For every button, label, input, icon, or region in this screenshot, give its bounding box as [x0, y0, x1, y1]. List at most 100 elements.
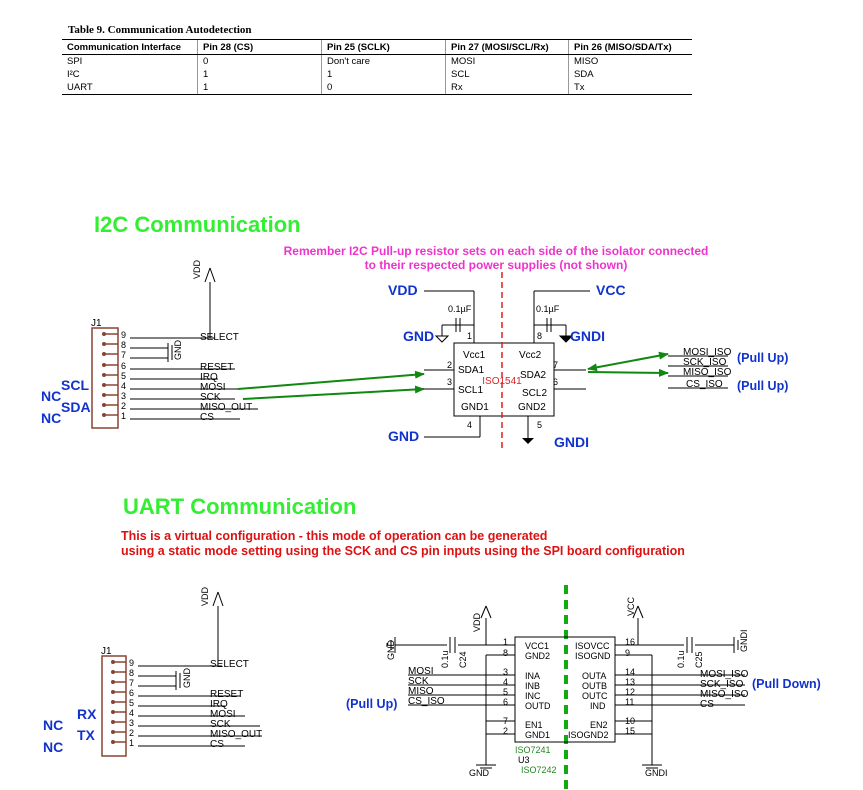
- u3-pin-name: IND: [590, 701, 606, 711]
- i2c-j1-pin-num: 4: [121, 381, 126, 391]
- i2c-j1-pin-num: 2: [121, 401, 126, 411]
- i2c-note-line2: to their respected power supplies (not s…: [365, 258, 628, 272]
- uart-left-signal: MISO: [408, 686, 434, 697]
- uart-right-signal: MISO_ISO: [700, 689, 749, 700]
- uart-j1-signal: CS: [210, 739, 224, 750]
- uart-nc-label: NC: [43, 717, 63, 733]
- iso7242-chip: GND 0.1u C24 VDD 0.1u C25 GNDI VCC 1 8: [386, 585, 749, 790]
- iso-pin-num: 8: [537, 331, 542, 341]
- i2c-gnd-label: GND: [173, 340, 183, 361]
- iso-vcc-label: VCC: [596, 282, 626, 298]
- uart-heading: UART Communication: [123, 494, 356, 519]
- uart-gnd-bottom-label: GND: [469, 768, 490, 778]
- header-interface: Communication Interface: [62, 39, 198, 55]
- uart-pull-up: (Pull Up): [346, 697, 397, 711]
- i2c-right-signal: CS_ISO: [686, 379, 723, 390]
- u3-pin-name: OUTD: [525, 701, 551, 711]
- uart-j1-pin-num: 8: [129, 668, 134, 678]
- table-cell: Rx: [445, 81, 569, 95]
- i2c-right-signal: MOSI_ISO: [683, 347, 732, 358]
- uart-note-line2: using a static mode setting using the SC…: [121, 544, 685, 558]
- u3-pin-num: 14: [625, 667, 635, 677]
- uart-j1-pins: 9 8 7 6 5 4 3 2 1: [111, 586, 262, 750]
- uart-left-signal: CS_ISO: [408, 696, 445, 707]
- i2c-j1-pin-num: 8: [121, 340, 126, 350]
- table-cell: UART: [62, 81, 198, 95]
- u3-pin-name: ISOGND: [575, 651, 611, 661]
- u3-pin-name: INA: [525, 671, 540, 681]
- i2c-j1-signal: IRQ: [200, 372, 218, 383]
- i2c-j1-pin-num: 1: [121, 411, 126, 421]
- i2c-nc-label: NC: [41, 410, 61, 426]
- u3-pin-num: 9: [625, 648, 630, 658]
- u3-pin-name: ISOVCC: [575, 641, 610, 651]
- uart-rx-label: RX: [77, 706, 97, 722]
- iso-pin-name: SCL2: [522, 388, 547, 399]
- uart-j1-pin-num: 9: [129, 658, 134, 668]
- i2c-sda2-arrow: [587, 351, 669, 372]
- iso-pin-num: 4: [467, 420, 472, 430]
- iso-pin-num: 1: [467, 331, 472, 341]
- uart-left-signals: MOSI SCK MISO CS_ISO: [408, 666, 445, 707]
- i2c-right-signal: SCK_ISO: [683, 357, 727, 368]
- iso-gndi-bottom-label: GNDI: [554, 434, 589, 450]
- i2c-heading: I2C Communication: [94, 212, 301, 237]
- iso-gndi-top-label: GNDI: [570, 328, 605, 344]
- iso-pin-name: Vcc2: [519, 350, 542, 361]
- i2c-j1-pin-num: 7: [121, 350, 126, 360]
- table-cell: I²C: [67, 69, 80, 80]
- i2c-scl-arrow: [237, 370, 425, 390]
- uart-right-signals: MOSI_ISO SCK_ISO MISO_ISO CS: [700, 669, 749, 710]
- uart-j1-pin-num: 7: [129, 678, 134, 688]
- uart-gndi-bottom-label: GNDI: [645, 768, 668, 778]
- table-header-row: Communication Interface Pin 28 (CS) Pin …: [62, 39, 692, 55]
- u3-pin-name: INB: [525, 681, 540, 691]
- uart-j1-signal: RESET: [210, 689, 243, 700]
- u3-pin-num: 2: [503, 726, 508, 736]
- iso-pin-name: GND2: [518, 402, 546, 413]
- iso-gnd-bottom-label: GND: [388, 428, 419, 444]
- i2c-scl-label: SCL: [61, 377, 89, 393]
- u3-ref: U3: [518, 755, 530, 765]
- uart-right-signal: SCK_ISO: [700, 679, 744, 690]
- uart-left-signal: SCK: [408, 676, 429, 687]
- header-pin28: Pin 28 (CS): [197, 39, 322, 55]
- u3-pin-num: 5: [503, 687, 508, 697]
- u3-pin-num: 13: [625, 677, 635, 687]
- u3-pin-num: 3: [503, 667, 508, 677]
- table-cell: SPI: [67, 56, 83, 67]
- iso-pin-num: 6: [553, 377, 558, 387]
- u3-pin-num: 12: [625, 687, 635, 697]
- uart-cap-right-val: 0.1u: [676, 650, 686, 668]
- autodetection-table: Communication Interface Pin 28 (CS) Pin …: [62, 39, 692, 95]
- i2c-scl2-arrow: [587, 368, 669, 377]
- u3-pin-name: INC: [525, 691, 541, 701]
- table-cell: MOSI: [445, 54, 569, 68]
- uart-j1-signal: MOSI: [210, 709, 236, 720]
- iso-pin-name: SDA2: [520, 370, 547, 381]
- u3-pin-num: 1: [503, 637, 508, 647]
- uart-j1-pin-num: 4: [129, 708, 134, 718]
- table-cell: SDA: [568, 68, 692, 81]
- i2c-j1-pins: 9 8 7 6 5 4 3 2 1: [102, 259, 258, 423]
- uart-cap-left-ref: C24: [458, 651, 468, 668]
- uart-j1-pin-num: 1: [129, 738, 134, 748]
- i2c-j1-ref: J1: [91, 318, 102, 329]
- uart-gndi-label: GNDI: [739, 630, 749, 653]
- uart-cap-right-ref: C25: [694, 651, 704, 668]
- i2c-nc-label: NC: [41, 388, 61, 404]
- iso-pin-name: GND1: [461, 402, 489, 413]
- uart-j1-pin-num: 5: [129, 698, 134, 708]
- u3-pin-name: OUTC: [582, 691, 608, 701]
- table-cell: MISO: [568, 54, 692, 68]
- u3-pin-num: 6: [503, 697, 508, 707]
- u3-pin-num: 11: [625, 697, 634, 707]
- i2c-j1-pin-num: 9: [121, 330, 126, 340]
- table-cell: 1: [197, 68, 322, 81]
- u3-pin-num: 16: [625, 637, 635, 647]
- u3-pin-num: 15: [625, 726, 635, 736]
- table-cell: 0: [321, 81, 446, 95]
- iso1541-chip: VDD VCC 0.1µF GND 0.1µF GNDI ISO1541 1: [388, 272, 626, 450]
- iso-pin-num: 2: [447, 360, 452, 370]
